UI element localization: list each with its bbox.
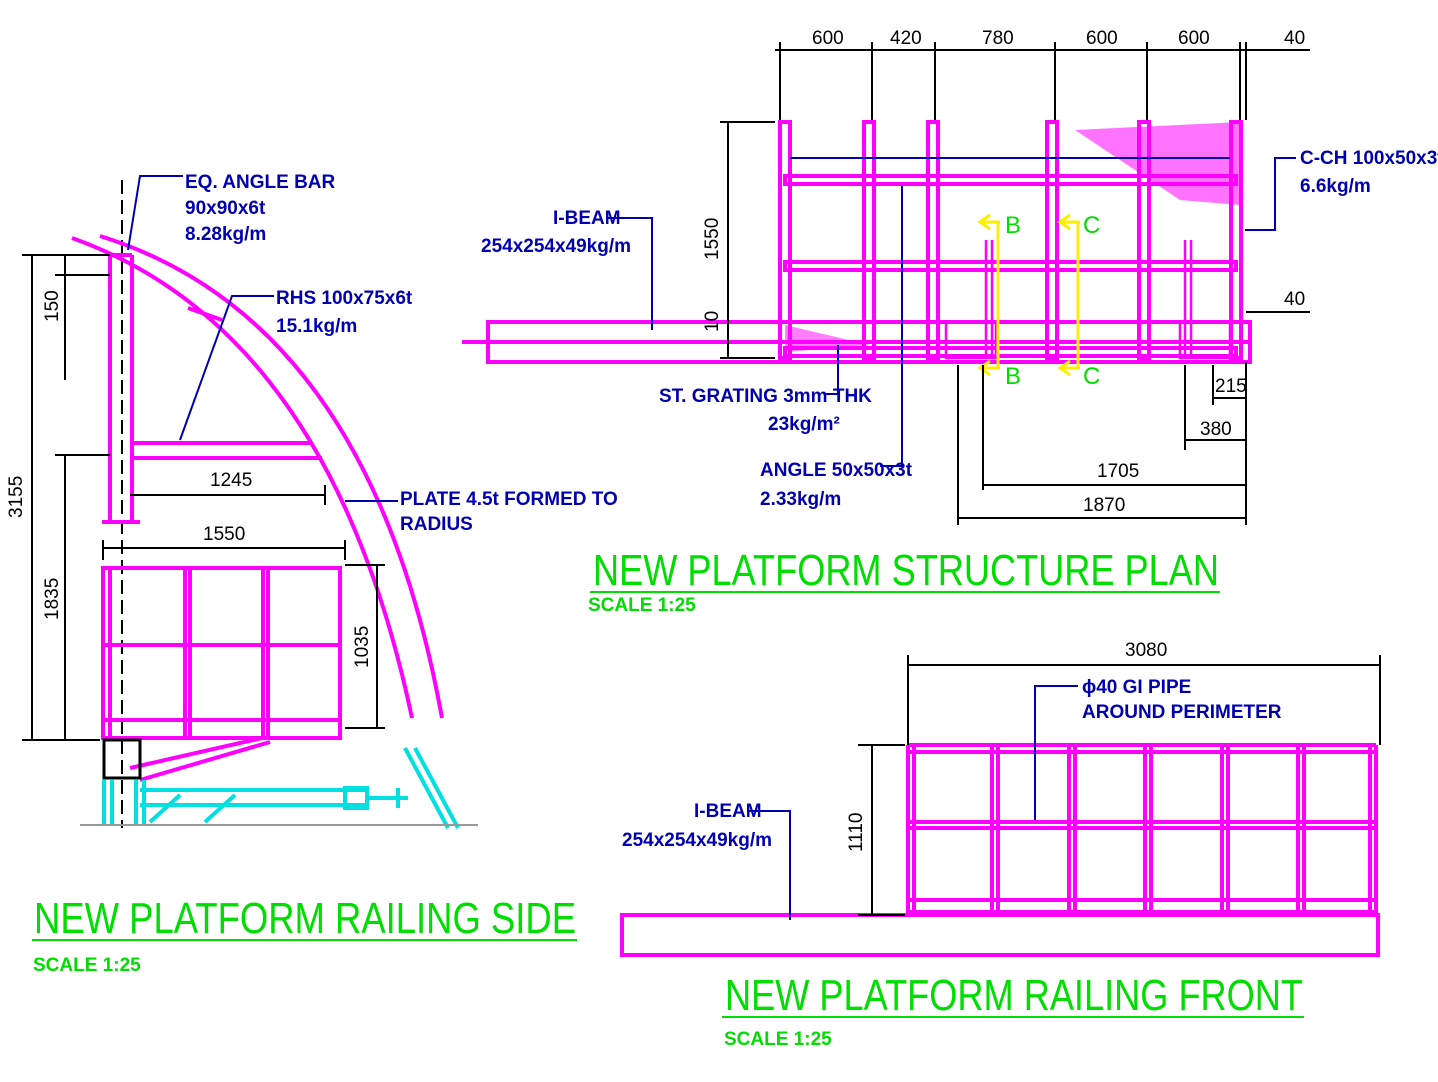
label-plate-2: RADIUS: [400, 514, 473, 535]
side-leaders: EQ. ANGLE BAR 90x90x6t 8.28kg/m RHS 100x…: [127, 172, 618, 535]
label-plate: PLATE 4.5t FORMED TO: [400, 489, 618, 510]
label-ibeam-plan-size: 254x254x49kg/m: [481, 236, 631, 257]
front-title: NEW PLATFORM RAILING FRONT: [725, 971, 1303, 1020]
label-angle: ANGLE 50x50x3t: [760, 460, 913, 481]
dim-215: 215: [1215, 376, 1247, 397]
dim-side-top: 150: [42, 290, 63, 322]
label-pipe: ϕ40 GI PIPE: [1082, 677, 1191, 698]
label-rhs-weight: 15.1kg/m: [276, 316, 357, 337]
dim-top-6: 40: [1284, 28, 1305, 49]
label-angle-weight: 2.33kg/m: [760, 489, 841, 510]
front-leaders: ϕ40 GI PIPE AROUND PERIMETER I-BEAM 254x…: [622, 677, 1282, 920]
dim-plan-10: 10: [702, 311, 723, 332]
side-scale: SCALE 1:25: [33, 955, 141, 976]
label-rhs: RHS 100x75x6t: [276, 288, 413, 309]
dim-380: 380: [1200, 419, 1232, 440]
side-title: NEW PLATFORM RAILING SIDE: [34, 894, 576, 943]
dim-front-width: 3080: [1125, 640, 1167, 661]
dim-top-4: 600: [1086, 28, 1118, 49]
railing-front-view: 3080 1110 ϕ40 GI PIPE AROUND PERIMETER I…: [620, 640, 1381, 1050]
label-cch: C-CH 100x50x3t: [1300, 148, 1438, 169]
front-ibeam: [620, 913, 1380, 957]
dim-front-height: 1110: [846, 813, 867, 852]
dim-plan-40: 40: [1284, 289, 1305, 310]
dim-top-1: 600: [812, 28, 844, 49]
front-railing: [906, 743, 1378, 915]
existing-structure: [102, 747, 460, 829]
dim-side-total: 3155: [6, 476, 27, 518]
side-dimensions: 3155 150 1835 1245 1550 1035: [6, 254, 385, 741]
dim-1870: 1870: [1083, 495, 1125, 516]
section-c-top: C: [1083, 212, 1100, 239]
front-dimensions: 3080 1110: [846, 640, 1381, 916]
section-b-top: B: [1005, 212, 1021, 239]
front-scale: SCALE 1:25: [724, 1029, 832, 1050]
section-markers: B B C C: [977, 212, 1100, 390]
label-angle-bar-size: 90x90x6t: [185, 198, 266, 219]
plan-title: NEW PLATFORM STRUCTURE PLAN: [593, 546, 1219, 595]
structure-plan-view: B B C C 600 420 780 600 600 40 1550 10 4…: [462, 28, 1438, 616]
label-grating: ST. GRATING 3mm THK: [659, 386, 872, 407]
side-structure: [71, 234, 444, 782]
dim-side-rail: 1035: [352, 626, 373, 668]
dim-side-lower: 1835: [42, 578, 63, 620]
label-pipe-2: AROUND PERIMETER: [1082, 702, 1282, 723]
dim-side-brace: 1245: [210, 470, 252, 491]
railing-side-view: 3155 150 1835 1245 1550 1035 EQ. ANGLE B…: [6, 172, 618, 976]
dim-top-3: 780: [982, 28, 1014, 49]
label-grating-weight: 23kg/m²: [768, 414, 840, 435]
dim-plan-height: 1550: [702, 218, 723, 260]
plan-leaders: I-BEAM 254x254x49kg/m C-CH 100x50x3t 6.6…: [481, 148, 1438, 510]
dim-side-width: 1550: [203, 524, 245, 545]
plan-dimensions: 600 420 780 600 600 40 1550 10 40 215 38…: [702, 28, 1310, 525]
plan-scale: SCALE 1:25: [588, 595, 696, 616]
label-ibeam-plan: I-BEAM: [553, 208, 621, 229]
section-c-bottom: C: [1083, 363, 1100, 390]
dim-top-2: 420: [890, 28, 922, 49]
cch-hatch: [1075, 122, 1240, 205]
label-ibeam-front-size: 254x254x49kg/m: [622, 830, 772, 851]
section-b-bottom: B: [1005, 363, 1021, 390]
label-ibeam-front: I-BEAM: [694, 801, 762, 822]
label-cch-weight: 6.6kg/m: [1300, 176, 1371, 197]
label-angle-bar-weight: 8.28kg/m: [185, 224, 266, 245]
grating-hatch: [785, 325, 870, 352]
plan-frame: [778, 120, 1243, 360]
dim-top-5: 600: [1178, 28, 1210, 49]
dim-1705: 1705: [1097, 461, 1139, 482]
label-angle-bar: EQ. ANGLE BAR: [185, 172, 336, 193]
